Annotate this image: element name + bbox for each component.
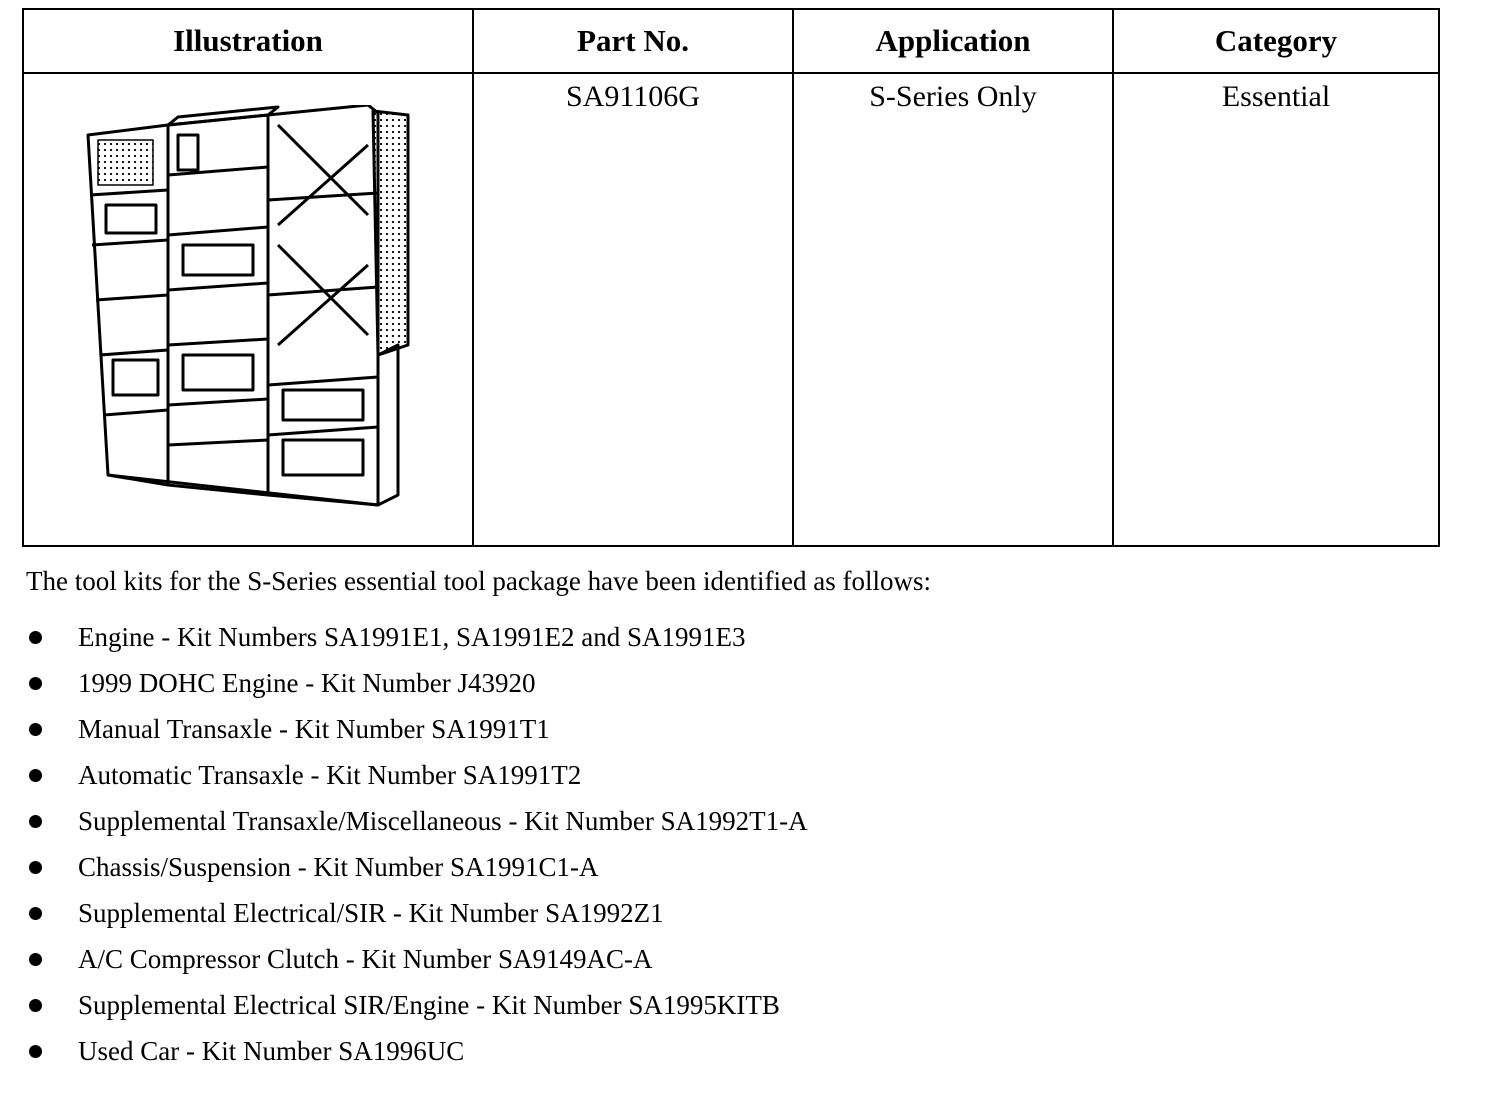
list-item: 1999 DOHC Engine - Kit Number J43920 <box>26 660 808 706</box>
kit-text: Manual Transaxle - Kit Number SA1991T1 <box>78 714 550 744</box>
table-row: SA91106G S-Series Only Essential <box>22 72 1440 547</box>
list-item: Used Car - Kit Number SA1996UC <box>26 1028 808 1074</box>
kit-text: Chassis/Suspension - Kit Number SA1991C1… <box>78 852 599 882</box>
kit-text: 1999 DOHC Engine - Kit Number J43920 <box>78 668 536 698</box>
header-part-no: Part No. <box>472 8 794 74</box>
kit-text: Automatic Transaxle - Kit Number SA1991T… <box>78 760 582 790</box>
bullet-icon <box>29 769 42 782</box>
list-item: Engine - Kit Numbers SA1991E1, SA1991E2 … <box>26 614 808 660</box>
list-item: Supplemental Electrical SIR/Engine - Kit… <box>26 982 808 1028</box>
kit-text: Engine - Kit Numbers SA1991E1, SA1991E2 … <box>78 622 746 652</box>
bullet-icon <box>29 999 42 1012</box>
list-item: Supplemental Transaxle/Miscellaneous - K… <box>26 798 808 844</box>
bullet-icon <box>29 677 42 690</box>
list-item: Supplemental Electrical/SIR - Kit Number… <box>26 890 808 936</box>
kit-text: Supplemental Electrical SIR/Engine - Kit… <box>78 990 780 1020</box>
kit-text: Used Car - Kit Number SA1996UC <box>78 1036 465 1066</box>
tool-storage-cabinet-icon <box>86 104 410 506</box>
illustration-cell <box>22 72 474 547</box>
kit-list: Engine - Kit Numbers SA1991E1, SA1991E2 … <box>26 614 808 1074</box>
bullet-icon <box>29 1045 42 1058</box>
list-item: Automatic Transaxle - Kit Number SA1991T… <box>26 752 808 798</box>
bullet-icon <box>29 861 42 874</box>
bullet-icon <box>29 907 42 920</box>
header-category: Category <box>1112 8 1440 74</box>
header-illustration: Illustration <box>22 8 474 74</box>
list-item: A/C Compressor Clutch - Kit Number SA914… <box>26 936 808 982</box>
kit-text: Supplemental Electrical/SIR - Kit Number… <box>78 898 664 928</box>
bullet-icon <box>29 953 42 966</box>
category-cell: Essential <box>1112 72 1440 547</box>
kit-text: A/C Compressor Clutch - Kit Number SA914… <box>78 944 653 974</box>
intro-text: The tool kits for the S-Series essential… <box>26 566 932 596</box>
list-item: Manual Transaxle - Kit Number SA1991T1 <box>26 706 808 752</box>
kit-text: Supplemental Transaxle/Miscellaneous - K… <box>78 806 808 836</box>
header-row: Illustration Part No. Application Catego… <box>22 8 1440 74</box>
list-item: Chassis/Suspension - Kit Number SA1991C1… <box>26 844 808 890</box>
bullet-icon <box>29 815 42 828</box>
part-number-cell: SA91106G <box>472 72 794 547</box>
application-cell: S-Series Only <box>792 72 1114 547</box>
tool-table: Illustration Part No. Application Catego… <box>22 8 1440 547</box>
header-application: Application <box>792 8 1114 74</box>
bullet-icon <box>29 631 42 644</box>
bullet-icon <box>29 723 42 736</box>
